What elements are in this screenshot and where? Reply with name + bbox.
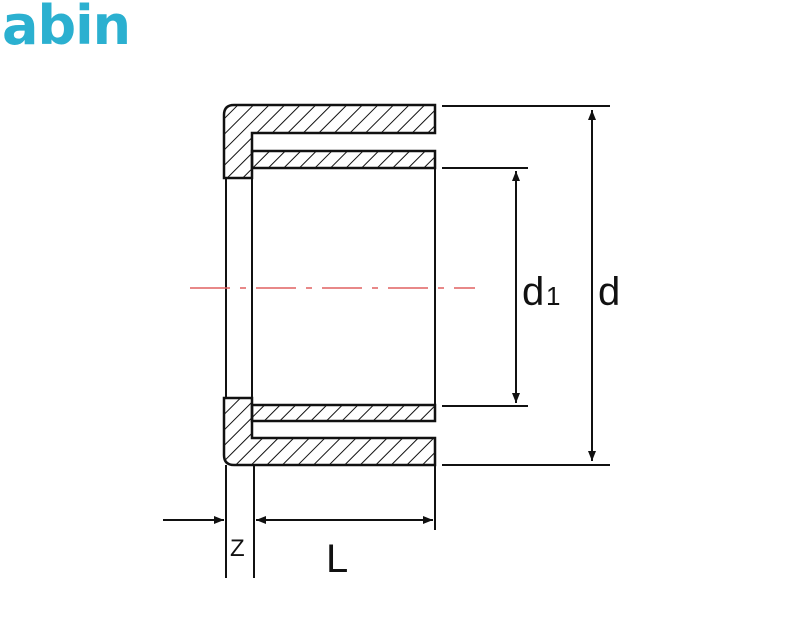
l-label: L	[326, 537, 348, 581]
top-wall-section	[222, 103, 437, 180]
d1-subscript: 1	[546, 281, 560, 311]
d-label: d	[598, 270, 620, 314]
bottom-wall-section	[222, 396, 437, 467]
z-label: Z	[230, 535, 245, 562]
d1-label: d	[522, 270, 544, 314]
bottom-inner-wall-section	[250, 403, 437, 423]
top-inner-wall-section	[250, 149, 437, 170]
brand-logo: abin	[2, 0, 131, 57]
